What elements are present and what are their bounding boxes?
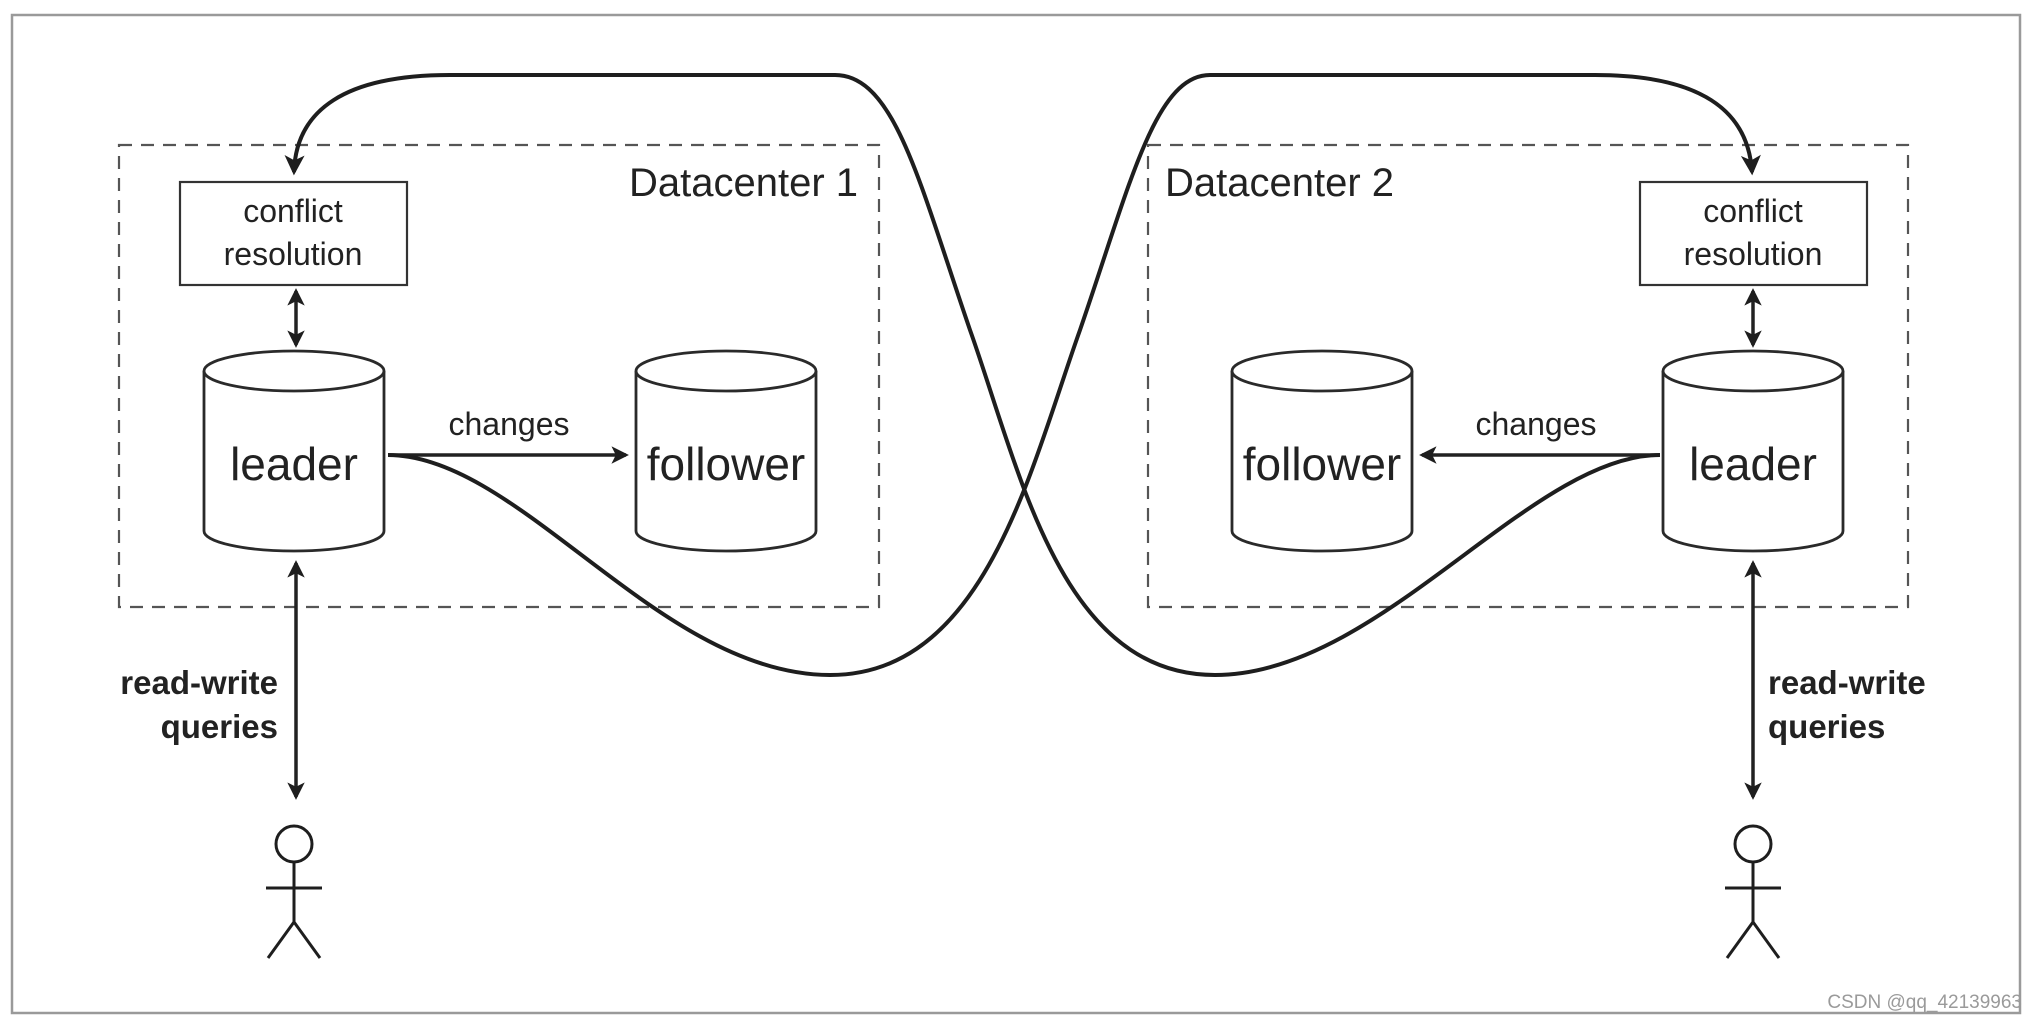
leader-label-1: leader: [230, 438, 358, 490]
follower-label-2: follower: [1243, 438, 1402, 490]
datacenter-2-title: Datacenter 2: [1165, 161, 1394, 205]
leader-db-2: leader: [1661, 349, 1845, 553]
datacenter-2-boundary: [1146, 143, 1910, 609]
leader-label-2: leader: [1689, 438, 1817, 490]
outer-frame: [10, 13, 2022, 1015]
conflict-resolution-label-1a: conflict: [243, 193, 343, 229]
watermark: CSDN @qq_42139963: [1827, 992, 2022, 1013]
user-icon-2: [1725, 824, 1781, 959]
conflict-resolution-box-1: [178, 180, 409, 287]
user-icon-1: [266, 824, 322, 959]
queries-label-2b: queries: [1768, 708, 1885, 745]
queries-label-1a: read-write: [120, 664, 278, 701]
queries-label-2a: read-write: [1768, 664, 1926, 701]
replication-curve-dc1-to-dc2: [387, 73, 1761, 678]
follower-db-1: follower: [634, 349, 818, 553]
follower-label-1: follower: [647, 438, 806, 490]
queries-label-1b: queries: [161, 708, 278, 745]
changes-label-1: changes: [449, 406, 570, 442]
changes-label-2: changes: [1476, 406, 1597, 442]
replication-curve-dc2-to-dc1: [284, 73, 1661, 678]
datacenter-2: Datacenter 2 conflict resolution leader …: [1146, 143, 1926, 959]
datacenter-1-title: Datacenter 1: [629, 161, 858, 205]
datacenter-1: Datacenter 1 conflict resolution leader …: [117, 143, 881, 959]
conflict-resolution-label-2a: conflict: [1703, 193, 1803, 229]
leader-db-1: leader: [202, 349, 386, 553]
datacenter-1-boundary: [117, 143, 881, 609]
follower-db-2: follower: [1230, 349, 1414, 553]
conflict-resolution-label-1b: resolution: [224, 236, 363, 272]
conflict-resolution-box-2: [1638, 180, 1869, 287]
conflict-resolution-label-2b: resolution: [1684, 236, 1823, 272]
